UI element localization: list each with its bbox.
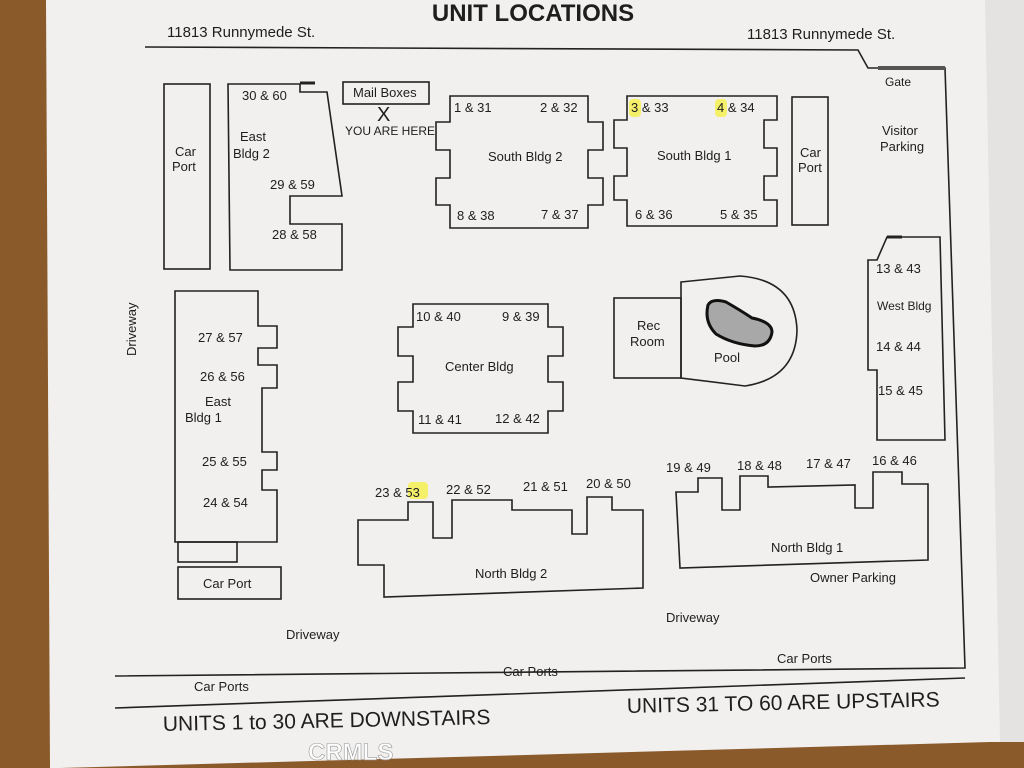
watermark: CRMLS — [308, 739, 393, 766]
south-bldg-1 — [613, 95, 778, 227]
unit-9-39: 9 & 39 — [502, 309, 540, 324]
unit-1-31: 1 & 31 — [454, 100, 492, 115]
driveway-left-label: Driveway — [124, 302, 139, 356]
rec-room-label-2: Room — [630, 334, 665, 349]
east-bldg-1 — [174, 290, 278, 543]
unit-3-33: 3 & 33 — [631, 100, 669, 115]
highlight-unit-53 — [408, 482, 428, 499]
unit-23-53: 23 & 53 — [375, 485, 420, 500]
visitor-parking-label-1: Visitor — [882, 123, 919, 138]
north-bldg-1-name: North Bldg 1 — [771, 540, 843, 555]
unit-26-56: 26 & 56 — [200, 369, 245, 384]
paper-edge-shadow — [985, 0, 1024, 742]
unit-14-44: 14 & 44 — [876, 339, 921, 354]
unit-19-49: 19 & 49 — [666, 460, 711, 475]
paper-sheet — [46, 0, 1024, 768]
east-bldg-2-name-2: Bldg 2 — [233, 146, 270, 161]
carports-row-left-label: Car Ports — [194, 679, 249, 694]
unit-11-41: 11 & 41 — [418, 412, 462, 427]
left-carport — [163, 83, 211, 270]
unit-13-43: 13 & 43 — [876, 261, 921, 276]
street-label-right: 11813 Runnymede St. — [747, 26, 895, 43]
unit-21-51: 21 & 51 — [523, 479, 568, 494]
unit-10-40: 10 & 40 — [416, 309, 461, 324]
pool-water — [705, 299, 774, 348]
pool-deck — [680, 275, 798, 387]
unit-12-42: 12 & 42 — [495, 411, 540, 426]
unit-7-37: 7 & 37 — [541, 207, 579, 222]
you-are-here-marker: X — [377, 104, 390, 126]
left-carport-label-1: Car — [175, 144, 197, 159]
unit-8-38: 8 & 38 — [457, 208, 495, 223]
north-bldg-2 — [357, 496, 644, 598]
owner-parking-label: Owner Parking — [810, 570, 896, 585]
unit-6-36: 6 & 36 — [635, 207, 673, 222]
south-bldg-1-name: South Bldg 1 — [657, 148, 731, 163]
mail-boxes-label: Mail Boxes — [353, 85, 417, 100]
east-bldg-1-annex — [177, 541, 238, 563]
unit-28-58: 28 & 58 — [272, 227, 317, 242]
unit-25-55: 25 & 55 — [202, 454, 247, 469]
unit-30-60: 30 & 60 — [242, 88, 287, 103]
unit-2-32: 2 & 32 — [540, 100, 578, 115]
mail-boxes — [342, 81, 430, 105]
bottom-carport — [177, 566, 282, 600]
unit-20-50: 20 & 50 — [586, 476, 631, 491]
unit-24-54: 24 & 54 — [203, 495, 248, 510]
bottom-carport-label: Car Port — [203, 576, 252, 591]
unit-5-35: 5 & 35 — [720, 207, 758, 222]
north-bldg-2-name: North Bldg 2 — [475, 566, 547, 581]
center-bldg-name: Center Bldg — [445, 359, 514, 374]
carport-row-line — [114, 677, 966, 709]
visitor-parking-label-2: Parking — [880, 139, 924, 154]
west-bldg — [867, 236, 946, 441]
right-carport — [791, 96, 829, 226]
south-bldg-2 — [435, 95, 604, 229]
unit-15-45: 15 & 45 — [878, 383, 923, 398]
you-are-here-label: YOU ARE HERE — [345, 124, 435, 138]
rec-room-label-1: Rec — [637, 318, 661, 333]
highlight-unit-3 — [629, 99, 641, 117]
north-bldg-1 — [675, 471, 929, 569]
highlight-unit-4 — [715, 99, 727, 117]
map-title: UNIT LOCATIONS — [432, 0, 634, 27]
east-bldg-1-name-2: Bldg 1 — [185, 410, 222, 425]
unit-4-34: 4 & 34 — [717, 100, 755, 115]
pool-label: Pool — [714, 350, 740, 365]
gate-label: Gate — [885, 75, 911, 89]
unit-16-46: 16 & 46 — [872, 453, 917, 468]
unit-18-48: 18 & 48 — [737, 458, 782, 473]
east-bldg-2-name-1: East — [240, 129, 266, 144]
west-bldg-name: West Bldg — [877, 299, 931, 313]
unit-29-59: 29 & 59 — [270, 177, 315, 192]
right-carport-label-1: Car — [800, 145, 822, 160]
south-bldg-2-name: South Bldg 2 — [488, 149, 562, 164]
east-bldg-2 — [227, 83, 343, 271]
center-bldg — [397, 303, 564, 434]
carports-row-center-label: Car Ports — [503, 664, 558, 679]
driveway-bottom-left-label: Driveway — [286, 627, 340, 642]
unit-27-57: 27 & 57 — [198, 330, 243, 345]
left-carport-label-2: Port — [172, 159, 196, 174]
carports-row-right-label: Car Ports — [777, 651, 832, 666]
street-label-left: 11813 Runnymede St. — [167, 24, 315, 41]
right-carport-label-2: Port — [798, 160, 822, 175]
unit-22-52: 22 & 52 — [446, 482, 491, 497]
unit-17-47: 17 & 47 — [806, 456, 851, 471]
driveway-bottom-right-label: Driveway — [666, 610, 720, 625]
east-bldg-1-name-1: East — [205, 394, 231, 409]
